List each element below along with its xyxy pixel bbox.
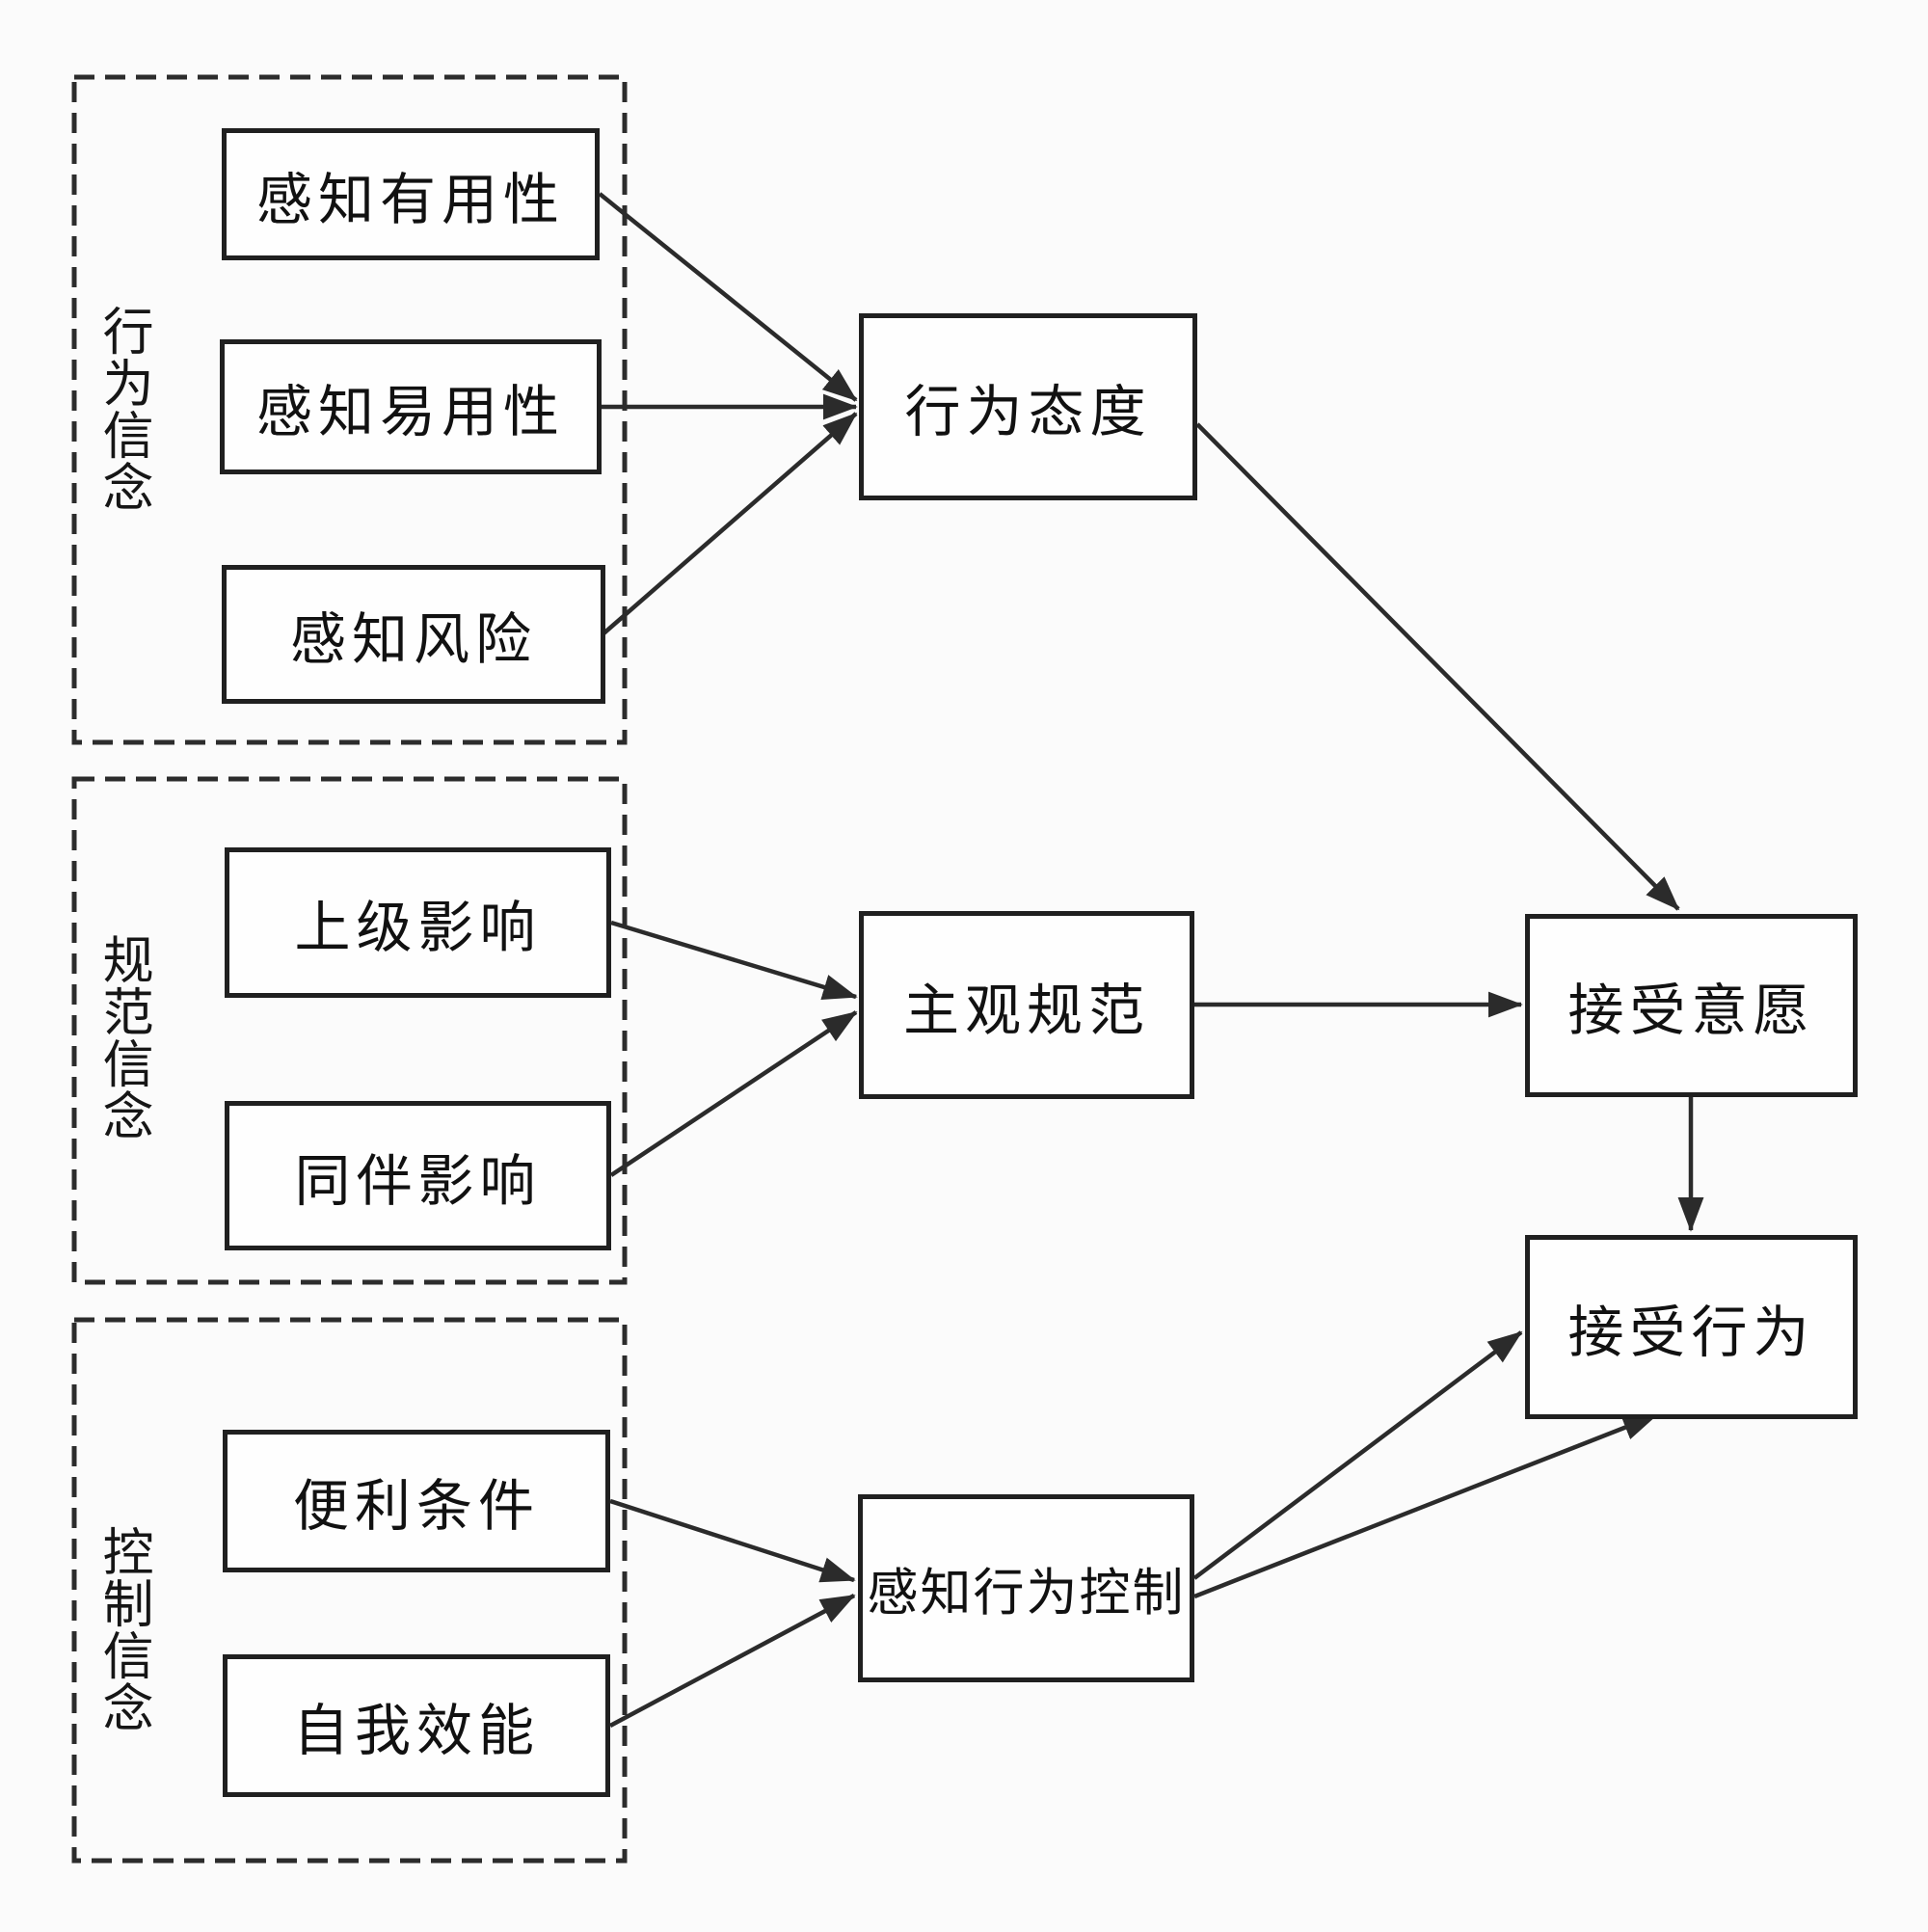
node-behavioral-attitude: 行为态度 — [859, 313, 1197, 500]
node-acceptance-behavior: 接受行为 — [1525, 1235, 1858, 1419]
group-behavioral-beliefs-border — [71, 74, 628, 745]
arrow-attitude-to-intention — [1195, 422, 1680, 911]
group-control-beliefs-label: 控制信念 — [95, 1525, 152, 1733]
arrow-facilitating-conditions-to-pbc — [609, 1498, 856, 1583]
node-perceived-behavioral-control: 感知行为控制 — [858, 1494, 1194, 1682]
group-behavioral-beliefs-label: 行为信念 — [95, 305, 152, 513]
node-acceptance-intention: 接受意愿 — [1525, 914, 1858, 1097]
node-facilitating-conditions: 便利条件 — [223, 1430, 610, 1572]
group-normative-beliefs-label: 规范信念 — [95, 933, 152, 1141]
group-normative-beliefs-border — [71, 776, 628, 1285]
arrow-peer-influence-to-subjective-norm — [609, 1010, 858, 1177]
node-superior-influence: 上级影响 — [225, 847, 611, 998]
node-perceived-risk: 感知风险 — [222, 565, 605, 704]
node-subjective-norm: 主观规范 — [859, 911, 1194, 1099]
arrow-superior-influence-to-subjective-norm — [610, 920, 858, 1000]
arrow-pbc-to-behavior-left — [1192, 1330, 1523, 1580]
arrow-usefulness-to-attitude — [598, 192, 858, 402]
arrow-risk-to-attitude — [600, 412, 858, 637]
arrow-self-efficacy-to-pbc — [608, 1594, 856, 1728]
node-peer-influence: 同伴影响 — [225, 1101, 611, 1250]
node-self-efficacy: 自我效能 — [223, 1654, 610, 1797]
arrow-pbc-to-behavior-bottom — [1193, 1412, 1658, 1599]
node-perceived-ease-of-use: 感知易用性 — [220, 339, 602, 474]
group-control-beliefs-border — [71, 1317, 628, 1864]
node-perceived-usefulness: 感知有用性 — [222, 128, 600, 260]
